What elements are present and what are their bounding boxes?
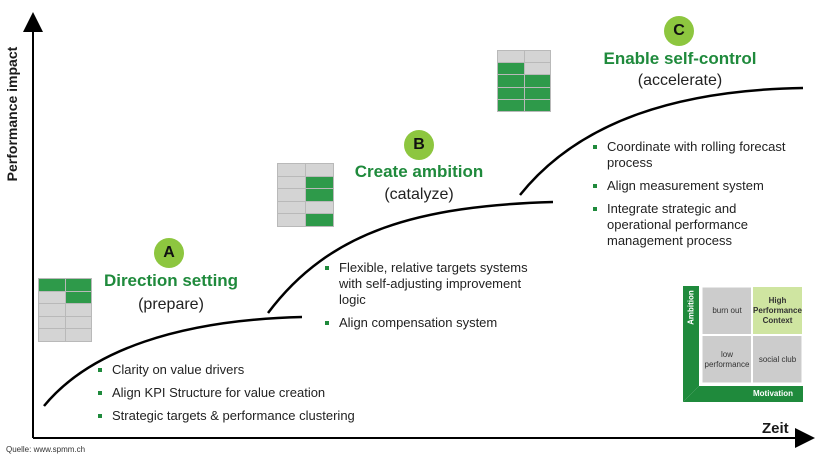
- matrix-y-label: Ambition: [686, 290, 696, 325]
- stage-a-badge: A: [154, 238, 184, 268]
- matrix-cell-social-club: social club: [758, 354, 797, 364]
- bullet-item: Strategic targets & performance clusteri…: [98, 408, 418, 424]
- stage-c-badge: C: [664, 16, 694, 46]
- bullet-item: Align measurement system: [593, 178, 803, 194]
- matrix-cell-high-performance: High Performance Context: [753, 296, 802, 325]
- stage-c-subtitle: (accelerate): [637, 72, 723, 89]
- puzzle-thumbnail-c: [497, 50, 551, 112]
- stage-b-badge: B: [404, 130, 434, 160]
- puzzle-thumbnail-b: [277, 163, 334, 227]
- stage-b-subtitle: (catalyze): [384, 186, 454, 203]
- bullet-item: Flexible, relative targets systems with …: [325, 260, 545, 308]
- bullet-item: Align compensation system: [325, 315, 545, 331]
- stage-b-title: Create ambition: [354, 162, 484, 181]
- bullet-item: Integrate strategic and operational perf…: [593, 201, 803, 249]
- matrix-cell-low-performance: low performance: [704, 349, 750, 369]
- stage-c-bullets: Coordinate with rolling forecast process…: [593, 139, 803, 256]
- ambition-motivation-matrix: Ambition Motivation burn out High Perfor…: [683, 286, 803, 402]
- source-note: Quelle: www.spmm.ch: [6, 445, 86, 454]
- growth-curve-stage-a: [43, 315, 303, 407]
- growth-curve-stage-b: [266, 200, 554, 314]
- stage-a-bullets: Clarity on value drivers Align KPI Struc…: [98, 362, 418, 431]
- growth-curve-stage-c: [519, 86, 804, 196]
- bullet-item: Coordinate with rolling forecast process: [593, 139, 803, 171]
- stage-a-subtitle: (prepare): [138, 296, 204, 313]
- bullet-item: Align KPI Structure for value creation: [98, 385, 418, 401]
- matrix-wedges: [683, 286, 803, 402]
- stage-a-title: Direction setting: [103, 271, 239, 290]
- x-axis-label: Zeit: [762, 420, 789, 437]
- matrix-cell-burn-out: burn out: [712, 306, 742, 315]
- stage-b-bullets: Flexible, relative targets systems with …: [325, 260, 545, 338]
- puzzle-thumbnail-a: [38, 278, 92, 342]
- bullet-item: Clarity on value drivers: [98, 362, 418, 378]
- matrix-x-label: Motivation: [753, 389, 793, 398]
- y-axis-label: Performance impact: [4, 46, 20, 182]
- stage-c-title: Enable self-control: [603, 49, 757, 68]
